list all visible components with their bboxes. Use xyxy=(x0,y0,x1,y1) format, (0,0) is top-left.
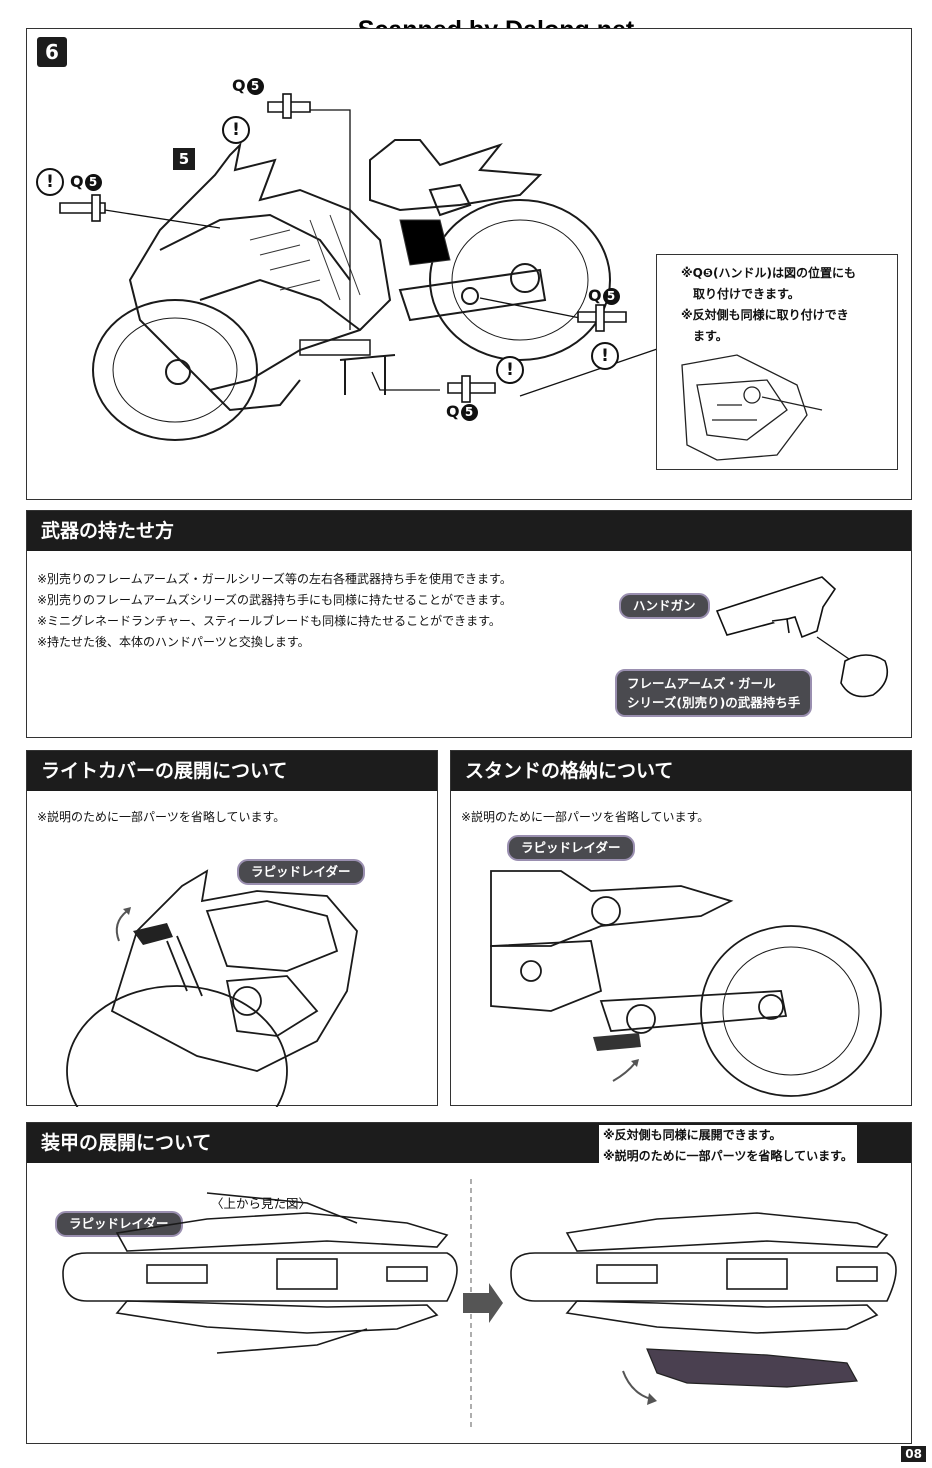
weapon-grip-notes: ※別売りのフレームアームズ・ガールシリーズ等の左右各種武器持ち手を使用できます。… xyxy=(37,572,512,649)
sub-step-number: 5 xyxy=(173,148,195,170)
top-view-caption: 〈上から見た図〉 xyxy=(211,1196,312,1211)
warning-icon-right: ! xyxy=(591,342,619,370)
warning-icon-top: ! xyxy=(222,116,250,144)
armor-deploy-illustration xyxy=(62,1179,897,1431)
warning-icon-left: ! xyxy=(36,168,64,196)
weapon-grip-title: 武器の持たせ方 xyxy=(27,511,911,551)
callout-detail-illustration xyxy=(681,354,823,461)
handgun-illustration xyxy=(715,576,889,698)
step-number: 6 xyxy=(37,37,67,67)
page-number: 08 xyxy=(901,1446,926,1462)
light-cover-illustration xyxy=(66,869,358,1107)
stand-storage-tag: ラピッドレイダー xyxy=(507,835,635,861)
light-cover-panel: ライトカバーの展開について ※説明のために一部パーツを省略しています。 ラピッド… xyxy=(26,750,438,1107)
weapon-grip-panel: 武器の持たせ方 ※別売りのフレームアームズ・ガールシリーズ等の左右各種武器持ち手… xyxy=(26,510,912,738)
callout-notes: ※Q❺(ハンドル)は図の位置にも 取り付けできます。 ※反対側も同様に取り付けで… xyxy=(681,266,856,343)
handle-callout-box: ※Q❺(ハンドル)は図の位置にも 取り付けできます。 ※反対側も同様に取り付けで… xyxy=(656,254,898,470)
weapon-hand-tag: フレームアームズ・ガール シリーズ(別売り)の武器持ち手 xyxy=(615,669,813,717)
stand-storage-note: ※説明のために一部パーツを省略しています。 xyxy=(461,810,710,824)
stand-storage-title: スタンドの格納について xyxy=(451,751,911,791)
handgun-tag: ハンドガン xyxy=(619,593,710,619)
stand-storage-illustration xyxy=(490,870,882,1097)
light-cover-note: ※説明のために一部パーツを省略しています。 xyxy=(37,810,286,824)
armor-deploy-notes: ※反対側も同様に展開できます。 ※説明のために一部パーツを省略しています。 xyxy=(599,1125,857,1167)
stand-storage-panel: スタンドの格納について ※説明のために一部パーツを省略しています。 ラピッドレイ… xyxy=(450,750,912,1106)
warning-icon-bottom: ! xyxy=(496,356,524,384)
light-cover-title: ライトカバーの展開について xyxy=(27,751,437,791)
armor-deploy-panel: 装甲の展開について ※反対側も同様に展開できます。 ※説明のために一部パーツを省… xyxy=(26,1122,912,1444)
light-cover-tag: ラピッドレイダー xyxy=(237,859,365,885)
